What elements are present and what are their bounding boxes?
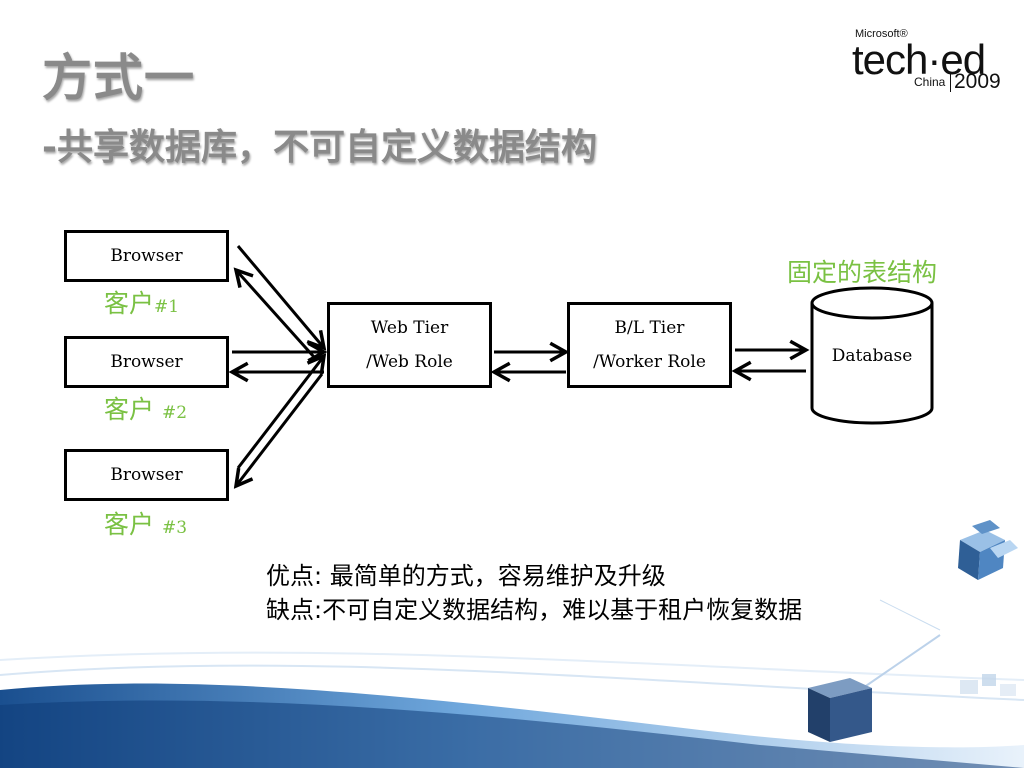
teched-logo: Microsoft® tech·ed China 2009 bbox=[852, 28, 1012, 98]
slide-subtitle: -共享数据库，不可自定义数据结构 bbox=[42, 127, 597, 168]
database-caption: 固定的表结构 bbox=[787, 258, 938, 287]
cube-cluster-graphic bbox=[958, 520, 1018, 580]
logo-divider bbox=[950, 74, 951, 92]
logo-region: China bbox=[914, 75, 946, 89]
arrow-browser1-to-web bbox=[236, 245, 324, 348]
pros-note: 优点: 最简单的方式，容易维护及升级 bbox=[266, 562, 666, 590]
client-label-2: 客户 #2 bbox=[104, 395, 188, 424]
bl-tier-line1: B/L Tier bbox=[614, 318, 685, 338]
browser-box-3: Browser bbox=[64, 449, 229, 501]
browser-box-2: Browser bbox=[64, 336, 229, 388]
small-cubes-graphic bbox=[960, 674, 1016, 696]
cube-graphic bbox=[808, 678, 872, 742]
web-tier-box: Web Tier /Web Role bbox=[327, 302, 492, 388]
arrow-browser3-to-web bbox=[236, 356, 324, 469]
browser-box-1: Browser bbox=[64, 230, 229, 282]
browser-label: Browser bbox=[110, 465, 183, 485]
cons-note: 缺点:不可自定义数据结构，难以基于租户恢复数据 bbox=[266, 596, 803, 624]
web-tier-line1: Web Tier bbox=[370, 318, 449, 338]
bl-tier-box: B/L Tier /Worker Role bbox=[567, 302, 732, 388]
client-label-1: 客户#1 bbox=[104, 289, 180, 318]
arrow-web-to-browser3 bbox=[236, 373, 324, 486]
client-label-3: 客户 #3 bbox=[104, 510, 188, 539]
web-tier-line2: /Web Role bbox=[366, 352, 453, 372]
arrow-web-to-browser1 bbox=[236, 270, 316, 359]
logo-brand: Microsoft® bbox=[855, 28, 908, 40]
browser-label: Browser bbox=[110, 352, 183, 372]
slide-title: 方式一 bbox=[42, 49, 195, 107]
database-label: Database bbox=[831, 346, 913, 366]
logo-product: tech·ed bbox=[852, 36, 986, 83]
database-cylinder bbox=[810, 286, 934, 425]
browser-label: Browser bbox=[110, 246, 183, 266]
bl-tier-line2: /Worker Role bbox=[593, 352, 706, 372]
logo-year: 2009 bbox=[954, 70, 1001, 93]
